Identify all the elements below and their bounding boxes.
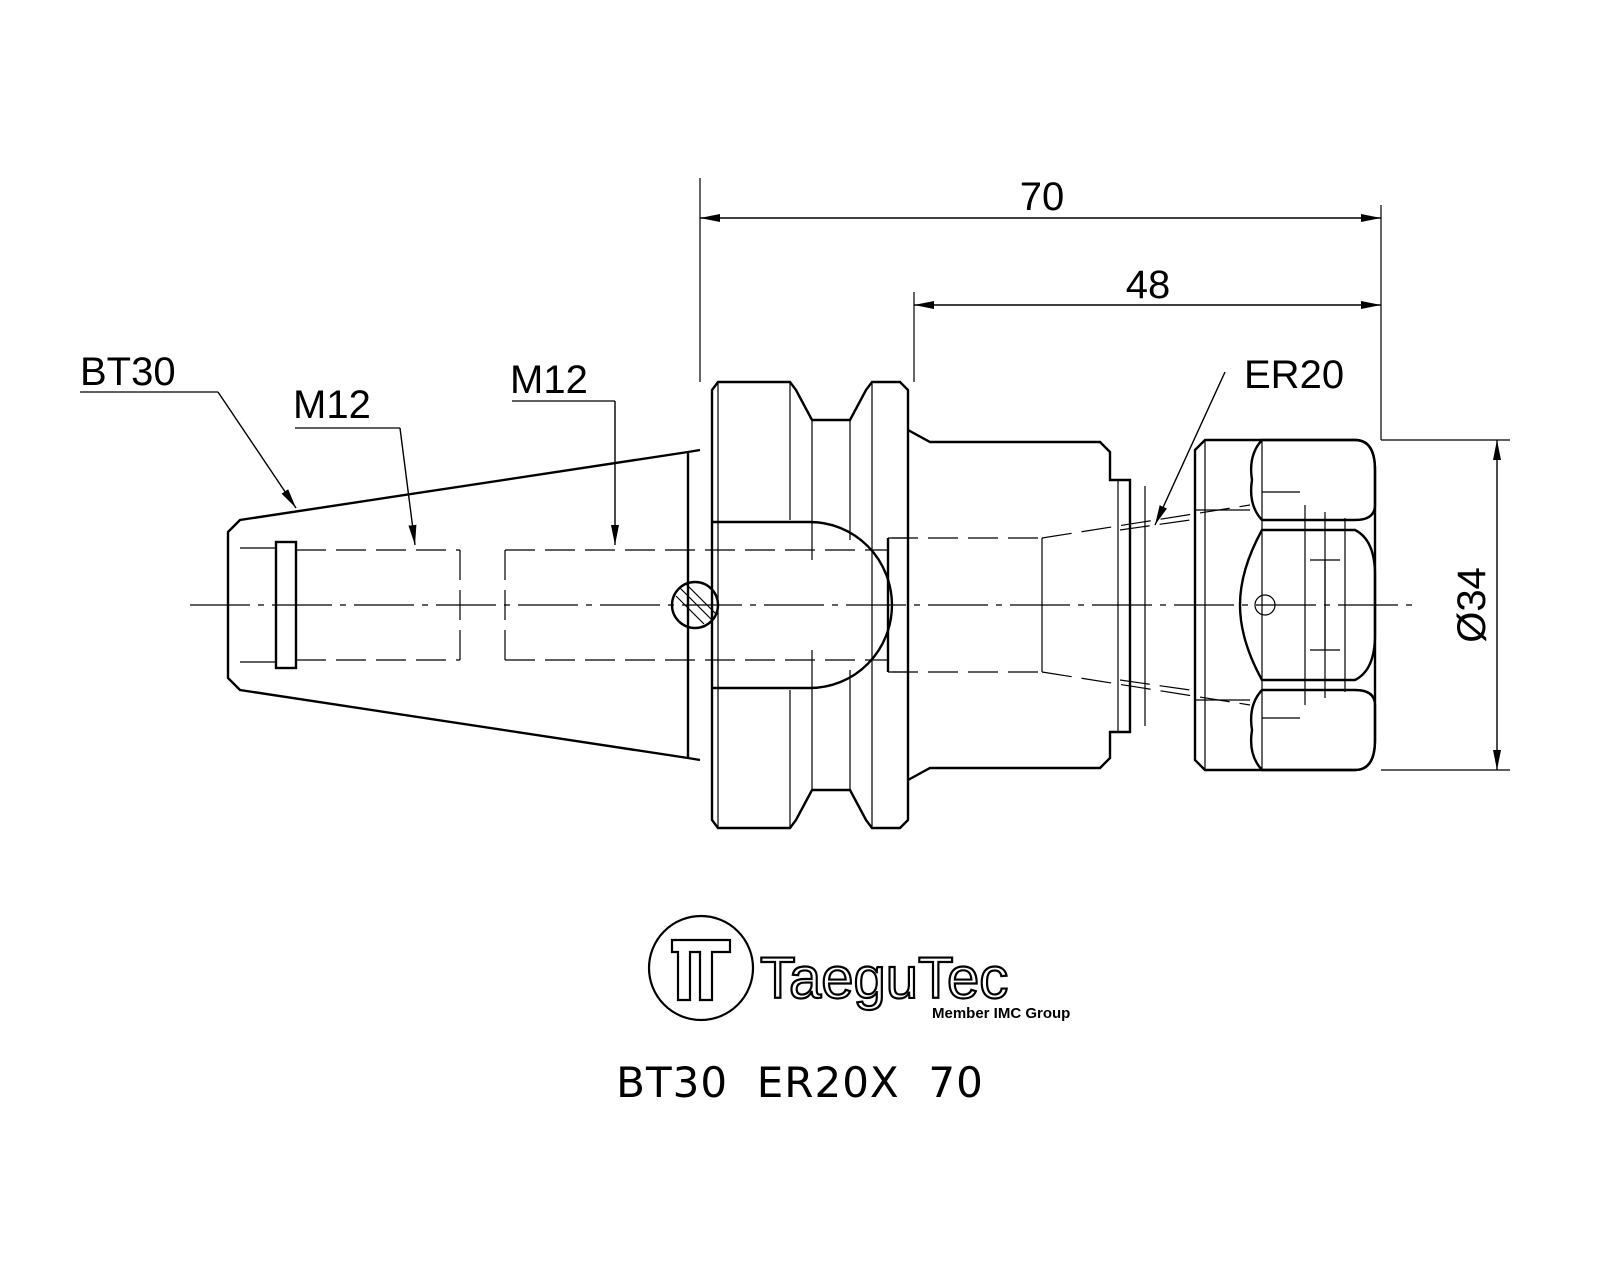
callout-thread-2: [512, 400, 619, 545]
callout-taper-label: BT30: [80, 350, 176, 394]
dim-overall-length-label: 70: [1020, 175, 1065, 219]
dimension-diameter: [1381, 439, 1510, 771]
callout-collet-label: ER20: [1244, 353, 1344, 397]
callout-taper: [80, 391, 297, 509]
callout-thread-1: [295, 427, 417, 546]
v-flange: [710, 380, 910, 830]
model-designation: BT30 ER20X 70: [616, 1058, 984, 1107]
taper-shank: [226, 448, 888, 762]
brand-name: TaeguTec: [760, 946, 1008, 1011]
brand-tagline: Member IMC Group: [932, 1005, 1070, 1022]
callout-collet: [1154, 371, 1226, 526]
dim-diameter-label: Ø34: [1450, 567, 1494, 643]
logo-tt-mark-icon: [670, 938, 732, 1002]
callout-thread-2-label: M12: [510, 358, 588, 402]
dimension-overall-length: [699, 178, 1382, 440]
callout-thread-1-label: M12: [293, 383, 371, 427]
er-nut: [1193, 438, 1377, 772]
brand-logo: TaeguTec Member IMC Group: [647, 914, 1070, 1022]
logo-circle-icon: [647, 914, 755, 1022]
dim-collet-length-label: 48: [1126, 263, 1171, 307]
dimension-collet-length: [913, 292, 1381, 382]
